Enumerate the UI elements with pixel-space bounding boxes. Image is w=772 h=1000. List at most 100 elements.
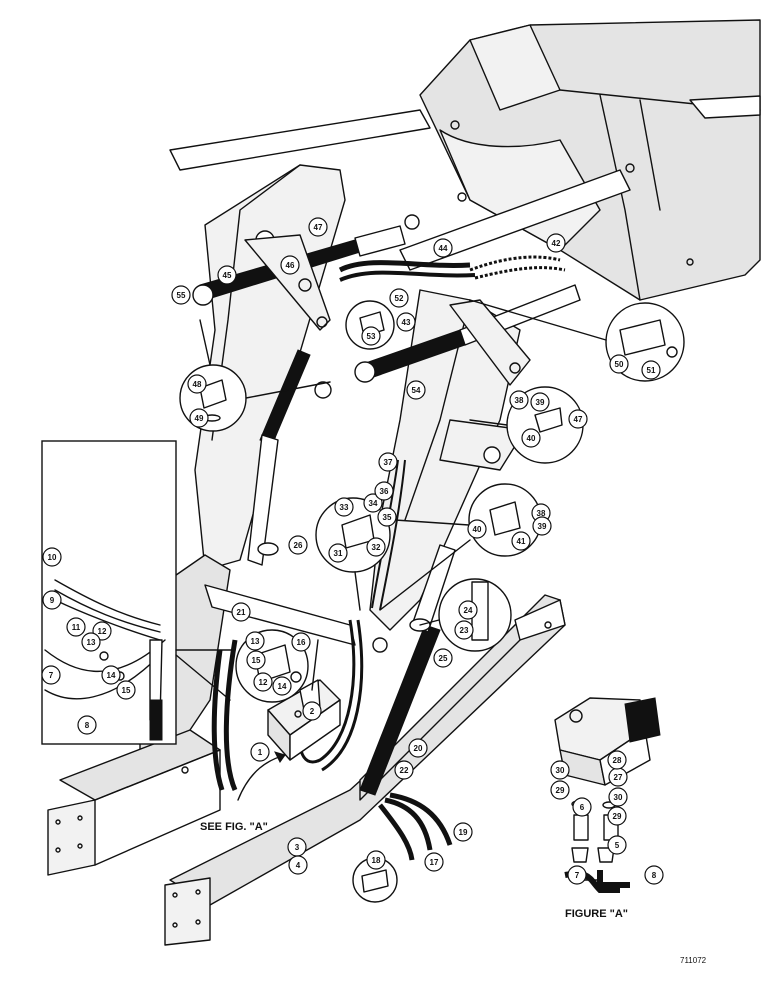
callout-number: 6 [580, 803, 585, 812]
callout-30: 30 [550, 760, 570, 780]
callout-1: 1 [250, 742, 270, 762]
callout-circle [644, 865, 664, 885]
callout-number: 53 [367, 332, 376, 341]
callout-circle [394, 760, 414, 780]
callout-number: 25 [439, 654, 448, 663]
callout-number: 42 [552, 239, 561, 248]
callout-3: 3 [287, 837, 307, 857]
callout-number: 30 [614, 793, 623, 802]
callout-46: 46 [280, 255, 300, 275]
callout-28: 28 [607, 750, 627, 770]
callout-number: 10 [48, 553, 57, 562]
callout-circle [101, 665, 121, 685]
callout-number: 55 [177, 291, 186, 300]
callout-circle [280, 255, 300, 275]
callout-number: 16 [297, 638, 306, 647]
callout-17: 17 [424, 852, 444, 872]
callout-number: 39 [538, 522, 547, 531]
callout-8: 8 [644, 865, 664, 885]
callout-number: 7 [575, 871, 580, 880]
callout-24: 24 [458, 600, 478, 620]
callout-7: 7 [41, 665, 61, 685]
callout-number: 2 [310, 707, 315, 716]
callout-circle [217, 265, 237, 285]
callout-circle [530, 392, 550, 412]
bucket-linkage [244, 234, 531, 386]
callout-40: 40 [521, 428, 541, 448]
callout-43: 43 [396, 312, 416, 332]
callout-number: 33 [340, 503, 349, 512]
callout-circle [608, 787, 628, 807]
callout-number: 8 [652, 871, 657, 880]
callout-25: 25 [433, 648, 453, 668]
callout-13: 13 [81, 632, 101, 652]
callout-48: 48 [187, 374, 207, 394]
callout-circle [42, 547, 62, 567]
callout-circle [433, 648, 453, 668]
callout-number: 36 [380, 487, 389, 496]
callout-number: 40 [527, 434, 536, 443]
callout-number: 37 [384, 458, 393, 467]
callout-number: 29 [556, 786, 565, 795]
callout-circle [250, 742, 270, 762]
callout-circle [41, 665, 61, 685]
callout-39: 39 [530, 392, 550, 412]
callout-circle [246, 650, 266, 670]
detail-bubble-fitting-53 [345, 300, 395, 350]
callout-circle [509, 390, 529, 410]
callout-number: 22 [400, 766, 409, 775]
callout-circle [546, 233, 566, 253]
callout-circle [453, 822, 473, 842]
callout-number: 1 [258, 748, 263, 757]
callout-number: 13 [87, 638, 96, 647]
callout-29: 29 [607, 806, 627, 826]
callout-circle [389, 288, 409, 308]
callout-number: 46 [286, 261, 295, 270]
callout-number: 21 [237, 608, 246, 617]
callout-number: 44 [439, 244, 448, 253]
cylinders [192, 214, 581, 796]
see-fig-label: SEE FIG. "A" [200, 821, 268, 833]
callout-number: 8 [85, 721, 90, 730]
callout-number: 7 [49, 671, 54, 680]
callout-number: 38 [515, 396, 524, 405]
callout-circle [572, 797, 592, 817]
figure-a-caption: FIGURE "A" [565, 908, 628, 920]
callout-41: 41 [511, 531, 531, 551]
callout-29: 29 [550, 780, 570, 800]
callout-circle [408, 738, 428, 758]
callout-32: 32 [366, 537, 386, 557]
callout-number: 51 [647, 366, 656, 375]
figure-a-valve-assembly: FIGURE "A" [554, 697, 661, 920]
callout-circle [424, 852, 444, 872]
callout-16: 16 [291, 632, 311, 652]
callout-49: 49 [189, 408, 209, 428]
callout-circle [607, 750, 627, 770]
callout-circle [245, 631, 265, 651]
callout-number: 17 [430, 858, 439, 867]
callout-circle [42, 590, 62, 610]
callout-35: 35 [377, 507, 397, 527]
callout-6: 6 [572, 797, 592, 817]
callout-circle [374, 481, 394, 501]
callout-52: 52 [389, 288, 409, 308]
callout-circle [189, 408, 209, 428]
detail-inset-panel [41, 440, 236, 745]
callout-circle [288, 535, 308, 555]
callout-circle [377, 507, 397, 527]
callout-4: 4 [288, 855, 308, 875]
callout-26: 26 [288, 535, 308, 555]
callout-circle [116, 680, 136, 700]
callout-number: 49 [195, 414, 204, 423]
callout-47: 47 [568, 409, 588, 429]
callout-number: 12 [259, 678, 268, 687]
callout-circle [361, 326, 381, 346]
callout-7: 7 [567, 865, 587, 885]
callout-13: 13 [245, 631, 265, 651]
callout-circle [550, 780, 570, 800]
callout-number: 47 [314, 223, 323, 232]
callout-circle [454, 620, 474, 640]
callout-36: 36 [374, 481, 394, 501]
callout-number: 35 [383, 513, 392, 522]
